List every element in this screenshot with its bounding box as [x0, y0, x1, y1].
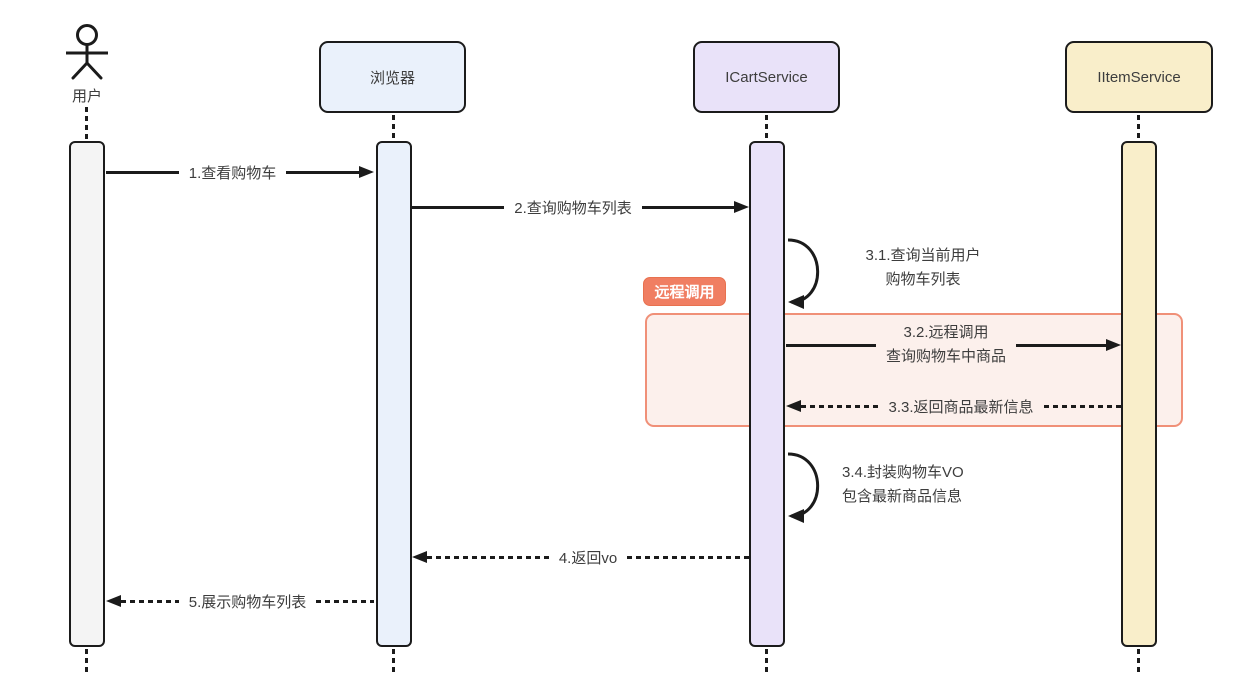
lifeline-browser-top	[392, 115, 395, 140]
self-call-3-1-label: 3.1.查询当前用户 购物车列表	[833, 244, 1013, 292]
lifeline-browser-bottom	[392, 649, 395, 672]
message-5-label: 5.展示购物车列表	[188, 593, 307, 611]
arrowhead-left-icon	[412, 551, 427, 563]
arrowhead-right-icon	[1106, 339, 1122, 351]
message-1-label: 1.查看购物车	[188, 164, 277, 182]
remote-call-badge-label: 远程调用	[654, 284, 715, 301]
self-call-3-1-label-line1: 3.1.查询当前用户	[865, 247, 981, 264]
message-2-label: 2.查询购物车列表	[514, 199, 632, 217]
user-actor-icon	[66, 24, 108, 80]
self-call-3-1-loop	[787, 238, 820, 309]
activation-bar-cart-service	[749, 141, 785, 647]
participant-cart-service: ICartService	[693, 41, 840, 113]
actor-user-label: 用户	[71, 88, 102, 105]
lifeline-cart-bottom	[765, 649, 768, 672]
remote-call-badge: 远程调用	[643, 277, 726, 306]
participant-item-service: IItemService	[1065, 41, 1213, 113]
lifeline-item-bottom	[1137, 649, 1140, 672]
remote-call-fragment-box	[645, 313, 1183, 427]
message-3-2-line	[1016, 343, 1107, 347]
message-3-2-label-line2: 查询购物车中商品	[886, 348, 1007, 365]
self-call-3-1-label-line2: 购物车列表	[885, 271, 961, 288]
message-4-return-vo: 4.返回vo	[412, 546, 750, 568]
activation-bar-user	[69, 141, 105, 647]
self-call-3-4-loop	[787, 452, 820, 523]
message-3-3-return-item-info: 3.3.返回商品最新信息	[786, 395, 1121, 417]
message-2-query-cart-list: 2.查询购物车列表	[412, 196, 750, 218]
participant-browser: 浏览器	[319, 41, 466, 113]
message-5-line	[121, 599, 179, 603]
arrowhead-left-icon	[786, 400, 801, 412]
arrowhead-left-icon	[106, 595, 121, 607]
lifeline-item-top	[1137, 115, 1140, 140]
message-2-line	[412, 205, 505, 209]
message-5-line	[316, 599, 375, 603]
lifeline-user-bottom	[85, 649, 88, 672]
message-4-line	[427, 555, 549, 559]
message-2-line	[641, 205, 735, 209]
participant-browser-label: 浏览器	[369, 69, 415, 87]
self-call-3-4-label-line1: 3.4.封装购物车VO	[842, 464, 964, 481]
lifeline-cart-top	[765, 115, 768, 140]
arrowhead-right-icon	[359, 166, 375, 178]
message-3-3-label: 3.3.返回商品最新信息	[888, 398, 1034, 416]
message-5-show-cart-list: 5.展示购物车列表	[106, 590, 375, 612]
message-1-view-cart: 1.查看购物车	[106, 161, 375, 183]
self-call-3-4-label: 3.4.封装购物车VO 包含最新商品信息	[842, 461, 964, 509]
arrowhead-right-icon	[734, 201, 750, 213]
message-3-2-label-line1: 3.2.远程调用	[903, 324, 989, 341]
message-3-2-label: 3.2.远程调用 查询购物车中商品	[886, 321, 1006, 369]
activation-bar-browser	[376, 141, 412, 647]
message-4-label: 4.返回vo	[558, 549, 618, 567]
message-4-line	[627, 555, 750, 559]
message-3-2-line	[786, 343, 876, 347]
message-3-2-remote-call: 3.2.远程调用 查询购物车中商品	[786, 321, 1122, 369]
participant-item-service-label: IItemService	[1097, 68, 1181, 86]
participant-cart-service-label: ICartService	[725, 68, 808, 86]
lifeline-user-top	[85, 107, 88, 140]
self-call-3-4-label-line2: 包含最新商品信息	[842, 488, 963, 505]
message-3-3-line	[1043, 404, 1121, 408]
message-1-line	[286, 170, 360, 174]
activation-bar-item-service	[1121, 141, 1157, 647]
message-1-line	[106, 170, 179, 174]
message-3-3-line	[801, 404, 879, 408]
